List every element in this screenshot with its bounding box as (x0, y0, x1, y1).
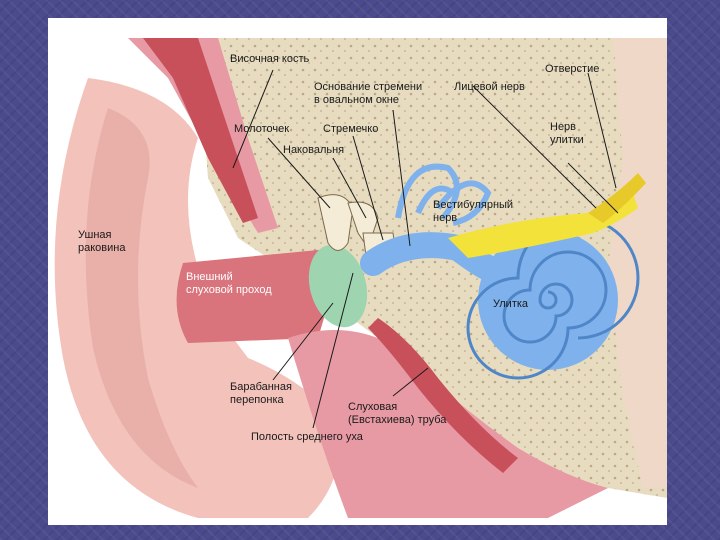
label-auricle-2: раковина (78, 242, 126, 254)
label-facial-nerve: Лицевой нерв (454, 81, 525, 93)
label-stapes-base-1: Основание стремени (314, 81, 422, 93)
leader-stapes (352, 135, 384, 241)
scalp-layer-inner (143, 38, 258, 223)
leader-malleus (267, 137, 331, 209)
label-cochlear-nerve-2: улитки (550, 134, 584, 146)
lower-tissue (288, 330, 608, 518)
label-cochlear-nerve-1: Нерв (550, 121, 576, 133)
leader-cochlear-nerve (567, 162, 619, 214)
label-eustachian-1: Слуховая (348, 401, 397, 413)
label-eardrum-1: Барабанная (230, 381, 292, 393)
leader-stapes-base (392, 109, 411, 247)
label-temporal-bone: Височная кость (230, 53, 310, 65)
label-eustachian-2: (Евстахиева) труба (348, 414, 447, 426)
auricle-fold (85, 108, 198, 488)
label-stapes-base-2: в овальном окне (314, 94, 399, 106)
vestibulocochlear-nerve (448, 193, 638, 258)
label-auricle-1: Ушная (78, 229, 112, 241)
label-middle-ear: Полость среднего уха (251, 431, 364, 443)
leader-temporal-bone (232, 69, 274, 169)
semicircular-canals (395, 163, 492, 226)
leader-facial-nerve (472, 85, 597, 209)
label-cochlea: Улитка (493, 298, 529, 310)
leader-eardrum (272, 302, 334, 381)
leader-eustachian (392, 367, 429, 397)
leader-incus (332, 157, 367, 219)
cochlea-duct (360, 232, 501, 281)
label-ear-canal-2: слуховой проход (186, 284, 272, 296)
diagram-frame: Височная кость Основание стремени в овал… (48, 18, 667, 525)
leader-middle-ear (312, 272, 354, 429)
external-ear-canal (176, 250, 338, 343)
label-vestibular-nerve-2: нерв (433, 212, 457, 224)
label-malleus: Молоточек (234, 123, 289, 135)
ear-anatomy-diagram: Височная кость Основание стремени в овал… (54, 38, 667, 518)
label-eardrum-2: перепонка (230, 394, 285, 406)
label-opening: Отверстие (545, 63, 599, 75)
label-ear-canal-1: Внешний (186, 271, 233, 283)
facial-nerve (588, 173, 646, 223)
leader-opening (587, 72, 617, 189)
temporal-bone-region (198, 38, 667, 498)
label-stapes: Стремечко (323, 123, 378, 135)
label-incus: Наковальня (283, 144, 344, 156)
malleus-bone (317, 194, 354, 251)
eustachian-tube-shape (368, 318, 518, 473)
eardrum (308, 244, 368, 328)
label-vestibular-nerve-1: Вестибулярный (433, 199, 513, 211)
